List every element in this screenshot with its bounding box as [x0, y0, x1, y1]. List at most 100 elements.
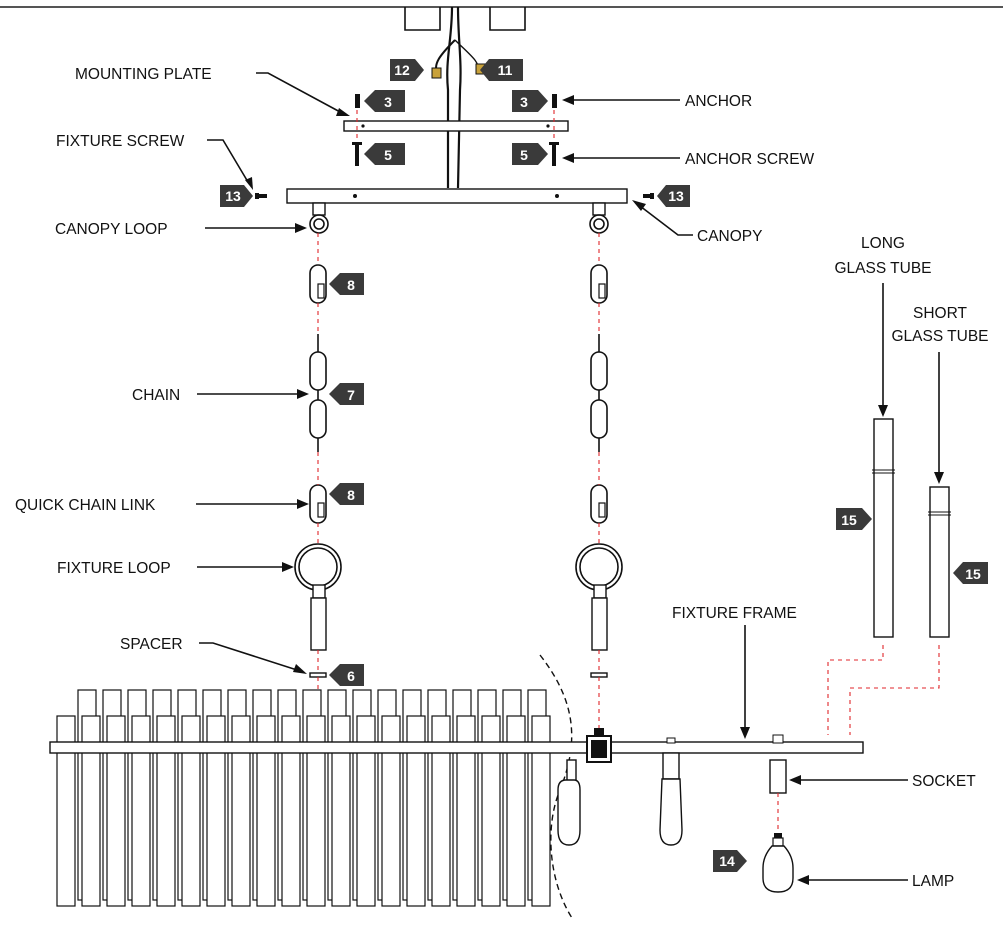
glass-tube: [231, 715, 251, 907]
glass-tube: [431, 715, 451, 907]
glass-tube: [131, 715, 151, 907]
supply-wires: [431, 6, 486, 189]
svg-text:13: 13: [668, 188, 684, 204]
glass-tube: [331, 715, 351, 907]
label-quick-chain-link: QUICK CHAIN LINK: [15, 497, 156, 514]
glass-tube: [481, 715, 501, 907]
tag-anchor-right: 3: [512, 90, 548, 112]
quick-link-bottom-left: [309, 484, 327, 524]
fixture-loop-right: [575, 543, 623, 651]
label-lamp: LAMP: [912, 873, 954, 890]
svg-text:6: 6: [347, 668, 355, 684]
chain-right: [590, 334, 608, 452]
fixture-screw-left: [255, 193, 267, 199]
long-glass-tube: [872, 418, 895, 638]
tag-anchor-left: 3: [364, 90, 405, 112]
tag-fixture-screw-right: 13: [657, 185, 690, 207]
glass-tube: [506, 715, 526, 907]
part-number-tags: 12 11 3 3 5 5 13 13: [220, 59, 988, 872]
tag-short-tube: 15: [953, 562, 988, 584]
label-fixture-frame: FIXTURE FRAME: [672, 605, 797, 622]
tag-chain: 7: [329, 383, 364, 405]
short-glass-tube: [928, 486, 951, 638]
glass-tube: [281, 715, 301, 907]
tag-anchor-screw-left: 5: [364, 143, 405, 165]
canopy-loop-right: [589, 202, 609, 234]
chain-left: [309, 334, 327, 452]
glass-tube: [256, 715, 276, 907]
label-spacer: SPACER: [120, 636, 183, 653]
svg-text:5: 5: [520, 147, 528, 163]
svg-text:5: 5: [384, 147, 392, 163]
label-canopy: CANOPY: [697, 228, 762, 245]
anchor-left: [355, 94, 360, 108]
glass-tube: [81, 715, 101, 907]
label-mounting-plate: MOUNTING PLATE: [75, 66, 212, 83]
mounting-plate: [343, 120, 569, 132]
tag-wire-right: 11: [480, 59, 523, 81]
glass-tube: [106, 715, 126, 907]
frame-mount-block: [586, 728, 612, 763]
svg-text:13: 13: [225, 188, 241, 204]
svg-text:14: 14: [719, 853, 735, 869]
anchor-screw-left: [352, 142, 362, 166]
glass-tube: [206, 715, 226, 907]
svg-text:8: 8: [347, 277, 355, 293]
glass-tube: [306, 715, 326, 907]
label-chain: CHAIN: [132, 387, 180, 404]
glass-tube: [181, 715, 201, 907]
tag-long-tube: 15: [836, 508, 872, 530]
glass-tube: [456, 715, 476, 907]
glass-tube: [406, 715, 426, 907]
fixture-frame: [49, 741, 864, 754]
socket-lamp-center: [659, 737, 683, 846]
leader-lines: [196, 72, 944, 885]
glass-tube: [381, 715, 401, 907]
fixture-screw-right: [643, 193, 654, 199]
center-guides: [317, 233, 600, 728]
svg-text:12: 12: [394, 62, 410, 78]
svg-text:15: 15: [965, 566, 981, 582]
label-fixture-loop: FIXTURE LOOP: [57, 560, 171, 577]
glass-tube: [356, 715, 376, 907]
tag-quick-link-bottom: 8: [329, 483, 364, 505]
canopy: [286, 188, 628, 204]
canopy-loop-left: [309, 202, 329, 234]
svg-text:11: 11: [498, 62, 513, 78]
svg-text:7: 7: [347, 387, 355, 403]
label-long-glass-tube-line2: GLASS TUBE: [834, 260, 931, 277]
ceiling-box: [404, 7, 526, 31]
label-canopy-loop: CANOPY LOOP: [55, 221, 168, 238]
short-tube-guide: [849, 645, 940, 735]
quick-link-top-right: [590, 264, 608, 304]
fixture-loop-left: [294, 543, 342, 651]
label-anchor: ANCHOR: [685, 93, 752, 110]
tag-anchor-screw-right: 5: [512, 143, 548, 165]
long-tube-guide: [827, 645, 884, 735]
glass-tube: [531, 715, 551, 907]
tag-lamp: 14: [713, 850, 747, 872]
quick-link-bottom-right: [590, 484, 608, 524]
spacer-right: [590, 672, 608, 678]
tag-wire-left: 12: [390, 59, 424, 81]
glass-tube: [156, 715, 176, 907]
tag-quick-link-top: 8: [329, 273, 364, 295]
tag-spacer: 6: [329, 664, 364, 686]
anchor-right: [552, 94, 557, 108]
anchor-screw-right: [549, 142, 559, 166]
label-socket: SOCKET: [912, 773, 976, 790]
label-anchor-screw: ANCHOR SCREW: [685, 151, 815, 168]
wire-nut-left: [431, 67, 442, 79]
label-long-glass-tube-line1: LONG: [861, 235, 905, 252]
lamp-partial-left: [557, 759, 581, 846]
label-fixture-screw: FIXTURE SCREW: [56, 133, 185, 150]
label-short-glass-tube-line1: SHORT: [913, 305, 968, 322]
tag-fixture-screw-left: 13: [220, 185, 253, 207]
glass-tube: [56, 715, 76, 907]
svg-text:3: 3: [520, 94, 528, 110]
svg-text:3: 3: [384, 94, 392, 110]
lamp: [762, 833, 794, 893]
label-short-glass-tube-line2: GLASS TUBE: [891, 328, 988, 345]
svg-text:15: 15: [841, 512, 857, 528]
